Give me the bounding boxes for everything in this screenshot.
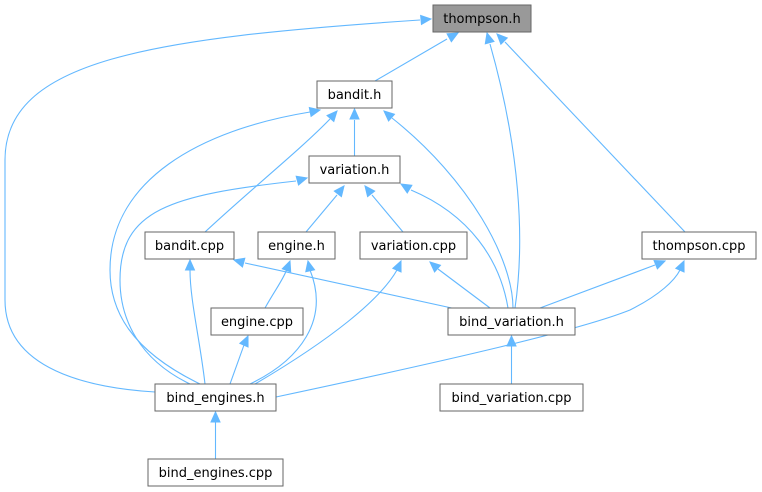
- edge-bind-variation-h-to-bandit-h: [383, 110, 514, 309]
- edge-bind-engines-h-to-engine-h: [249, 259, 317, 385]
- node-bind-variation-h[interactable]: bind_variation.h: [447, 307, 576, 336]
- edge-variation-h-to-bandit-h: [349, 107, 360, 156]
- nodes: thompson.h bandit.h variation.h bandit.c…: [144, 4, 757, 487]
- edge-bind-variation-h-to-thompson-h-line: [489, 43, 521, 309]
- edge-engine-cpp-to-engine-h: [264, 259, 292, 309]
- edge-bandit-h-to-thompson-h: [374, 32, 460, 82]
- edge-bind-engines-h-to-variation-h: [119, 175, 309, 385]
- node-label-bind-engines-cpp: bind_engines.cpp: [159, 466, 273, 481]
- edge-bind-variation-h-to-variation-cpp: [429, 261, 491, 309]
- edge-bind-engines-h-to-bandit-h-line: [109, 111, 311, 385]
- node-label-thompson-h: thompson.h: [443, 12, 521, 27]
- edge-thompson-cpp-to-thompson-h: [496, 33, 686, 233]
- edge-bandit-h-to-thompson-h-line: [374, 38, 448, 82]
- edge-bind-engines-h-to-engine-cpp-arrowhead: [238, 334, 249, 348]
- edge-bandit-cpp-to-bandit-h: [204, 110, 338, 233]
- edge-bind-engines-h-to-thompson-h-line: [4, 19, 421, 393]
- node-bandit-cpp[interactable]: bandit.cpp: [144, 231, 235, 260]
- edge-bind-variation-cpp-to-bind-variation-h-arrowhead: [506, 334, 517, 347]
- node-label-variation-h: variation.h: [320, 163, 390, 178]
- edge-engine-h-to-variation-h: [305, 185, 345, 233]
- edge-bind-variation-h-to-bandit-h-arrowhead: [383, 110, 396, 122]
- edge-bind-engines-h-to-variation-h-arrowhead: [295, 175, 309, 186]
- edge-bind-variation-h-to-thompson-cpp-line: [539, 264, 656, 309]
- edge-bind-variation-h-to-variation-h-arrowhead: [399, 183, 413, 194]
- edge-variation-cpp-to-variation-h-line: [371, 194, 404, 233]
- edge-bind-engines-h-to-thompson-cpp: [275, 259, 685, 398]
- node-label-engine-h: engine.h: [268, 239, 325, 254]
- edge-bind-engines-h-to-thompson-h-arrowhead: [420, 14, 433, 26]
- edge-bind-variation-h-to-variation-h-line: [410, 189, 509, 309]
- node-engine-h[interactable]: engine.h: [257, 231, 336, 260]
- edge-bind-engines-h-to-engine-h-line: [249, 269, 317, 385]
- edge-bind-engines-h-to-bandit-h: [109, 106, 322, 385]
- edge-bind-engines-cpp-to-bind-engines-h: [210, 410, 221, 459]
- edge-bind-variation-h-to-thompson-cpp-arrowhead: [653, 260, 667, 270]
- node-label-engine-cpp: engine.cpp: [221, 315, 293, 330]
- edge-bind-engines-h-to-bandit-cpp-arrowhead: [184, 258, 196, 271]
- edge-bind-variation-h-to-thompson-h-arrowhead: [484, 31, 495, 45]
- edge-bind-engines-h-to-thompson-cpp-arrowhead: [674, 259, 685, 273]
- node-bandit-h[interactable]: bandit.h: [316, 80, 393, 109]
- edge-bind-variation-h-to-bandit-cpp-line: [244, 262, 471, 313]
- edge-bind-engines-h-to-bandit-cpp-line: [189, 269, 206, 385]
- edge-variation-cpp-to-variation-h: [364, 185, 404, 233]
- node-bind-engines-h[interactable]: bind_engines.h: [154, 383, 277, 412]
- node-label-bandit-cpp: bandit.cpp: [155, 239, 224, 254]
- edges: [4, 14, 686, 459]
- edge-bandit-h-to-thompson-h-arrowhead: [446, 32, 460, 43]
- edge-engine-h-to-variation-h-line: [305, 194, 338, 233]
- node-bind-engines-cpp[interactable]: bind_engines.cpp: [147, 458, 284, 487]
- edge-engine-cpp-to-engine-h-arrowhead: [281, 259, 292, 273]
- edge-engine-h-to-variation-h-arrowhead: [333, 185, 345, 198]
- edge-bind-engines-h-to-variation-cpp-line: [254, 269, 398, 385]
- edge-bind-engines-h-to-bandit-h-arrowhead: [308, 106, 322, 118]
- node-label-bind-variation-h: bind_variation.h: [459, 315, 564, 330]
- node-engine-cpp[interactable]: engine.cpp: [210, 307, 304, 336]
- node-variation-h[interactable]: variation.h: [308, 155, 401, 184]
- node-label-thompson-cpp: thompson.cpp: [653, 239, 746, 254]
- edge-bind-variation-h-to-variation-h: [399, 183, 509, 309]
- edge-bind-engines-cpp-to-bind-engines-h-arrowhead: [210, 410, 221, 423]
- edge-bind-variation-cpp-to-bind-variation-h: [506, 334, 517, 384]
- node-label-bind-engines-h: bind_engines.h: [166, 391, 264, 406]
- node-label-variation-cpp: variation.cpp: [371, 239, 456, 254]
- edge-bind-engines-h-to-thompson-h: [4, 14, 433, 393]
- edge-variation-h-to-bandit-h-arrowhead: [349, 107, 360, 120]
- edge-bind-variation-h-to-bandit-h-line: [391, 117, 514, 309]
- edge-bind-variation-h-to-variation-cpp-line: [437, 268, 491, 309]
- edge-bind-engines-h-to-engine-h-arrowhead: [305, 259, 316, 273]
- node-bind-variation-cpp[interactable]: bind_variation.cpp: [439, 383, 584, 412]
- edge-bind-engines-h-to-thompson-cpp-line: [275, 269, 681, 398]
- edge-bind-engines-h-to-variation-h-line: [119, 180, 297, 385]
- edge-thompson-cpp-to-thompson-h-arrowhead: [496, 33, 509, 46]
- edge-bandit-cpp-to-bandit-h-line: [204, 118, 331, 233]
- edge-bind-engines-h-to-bandit-cpp: [184, 258, 206, 385]
- edge-bind-variation-h-to-bandit-cpp-arrowhead: [232, 257, 246, 268]
- node-label-bandit-h: bandit.h: [328, 88, 382, 103]
- edge-engine-cpp-to-engine-h-line: [264, 268, 288, 309]
- edge-bind-variation-h-to-thompson-cpp: [539, 260, 667, 309]
- edge-thompson-cpp-to-thompson-h-line: [504, 41, 686, 233]
- node-thompson-cpp[interactable]: thompson.cpp: [641, 231, 757, 260]
- node-variation-cpp[interactable]: variation.cpp: [359, 231, 468, 260]
- edge-bind-engines-h-to-engine-cpp: [229, 334, 249, 385]
- node-thompson-h[interactable]: thompson.h: [432, 4, 532, 33]
- edge-bind-variation-h-to-bandit-cpp: [232, 257, 471, 313]
- edge-variation-cpp-to-variation-h-arrowhead: [364, 185, 376, 198]
- edge-bind-engines-h-to-variation-cpp: [254, 259, 402, 385]
- edge-bind-engines-h-to-engine-cpp-line: [229, 344, 245, 385]
- edge-bind-variation-h-to-variation-cpp-arrowhead: [429, 261, 442, 273]
- edge-bind-variation-h-to-thompson-h: [484, 31, 521, 309]
- node-label-bind-variation-cpp: bind_variation.cpp: [451, 391, 571, 406]
- edge-bandit-cpp-to-bandit-h-arrowhead: [326, 110, 338, 123]
- edge-bind-engines-h-to-variation-cpp-arrowhead: [391, 259, 402, 273]
